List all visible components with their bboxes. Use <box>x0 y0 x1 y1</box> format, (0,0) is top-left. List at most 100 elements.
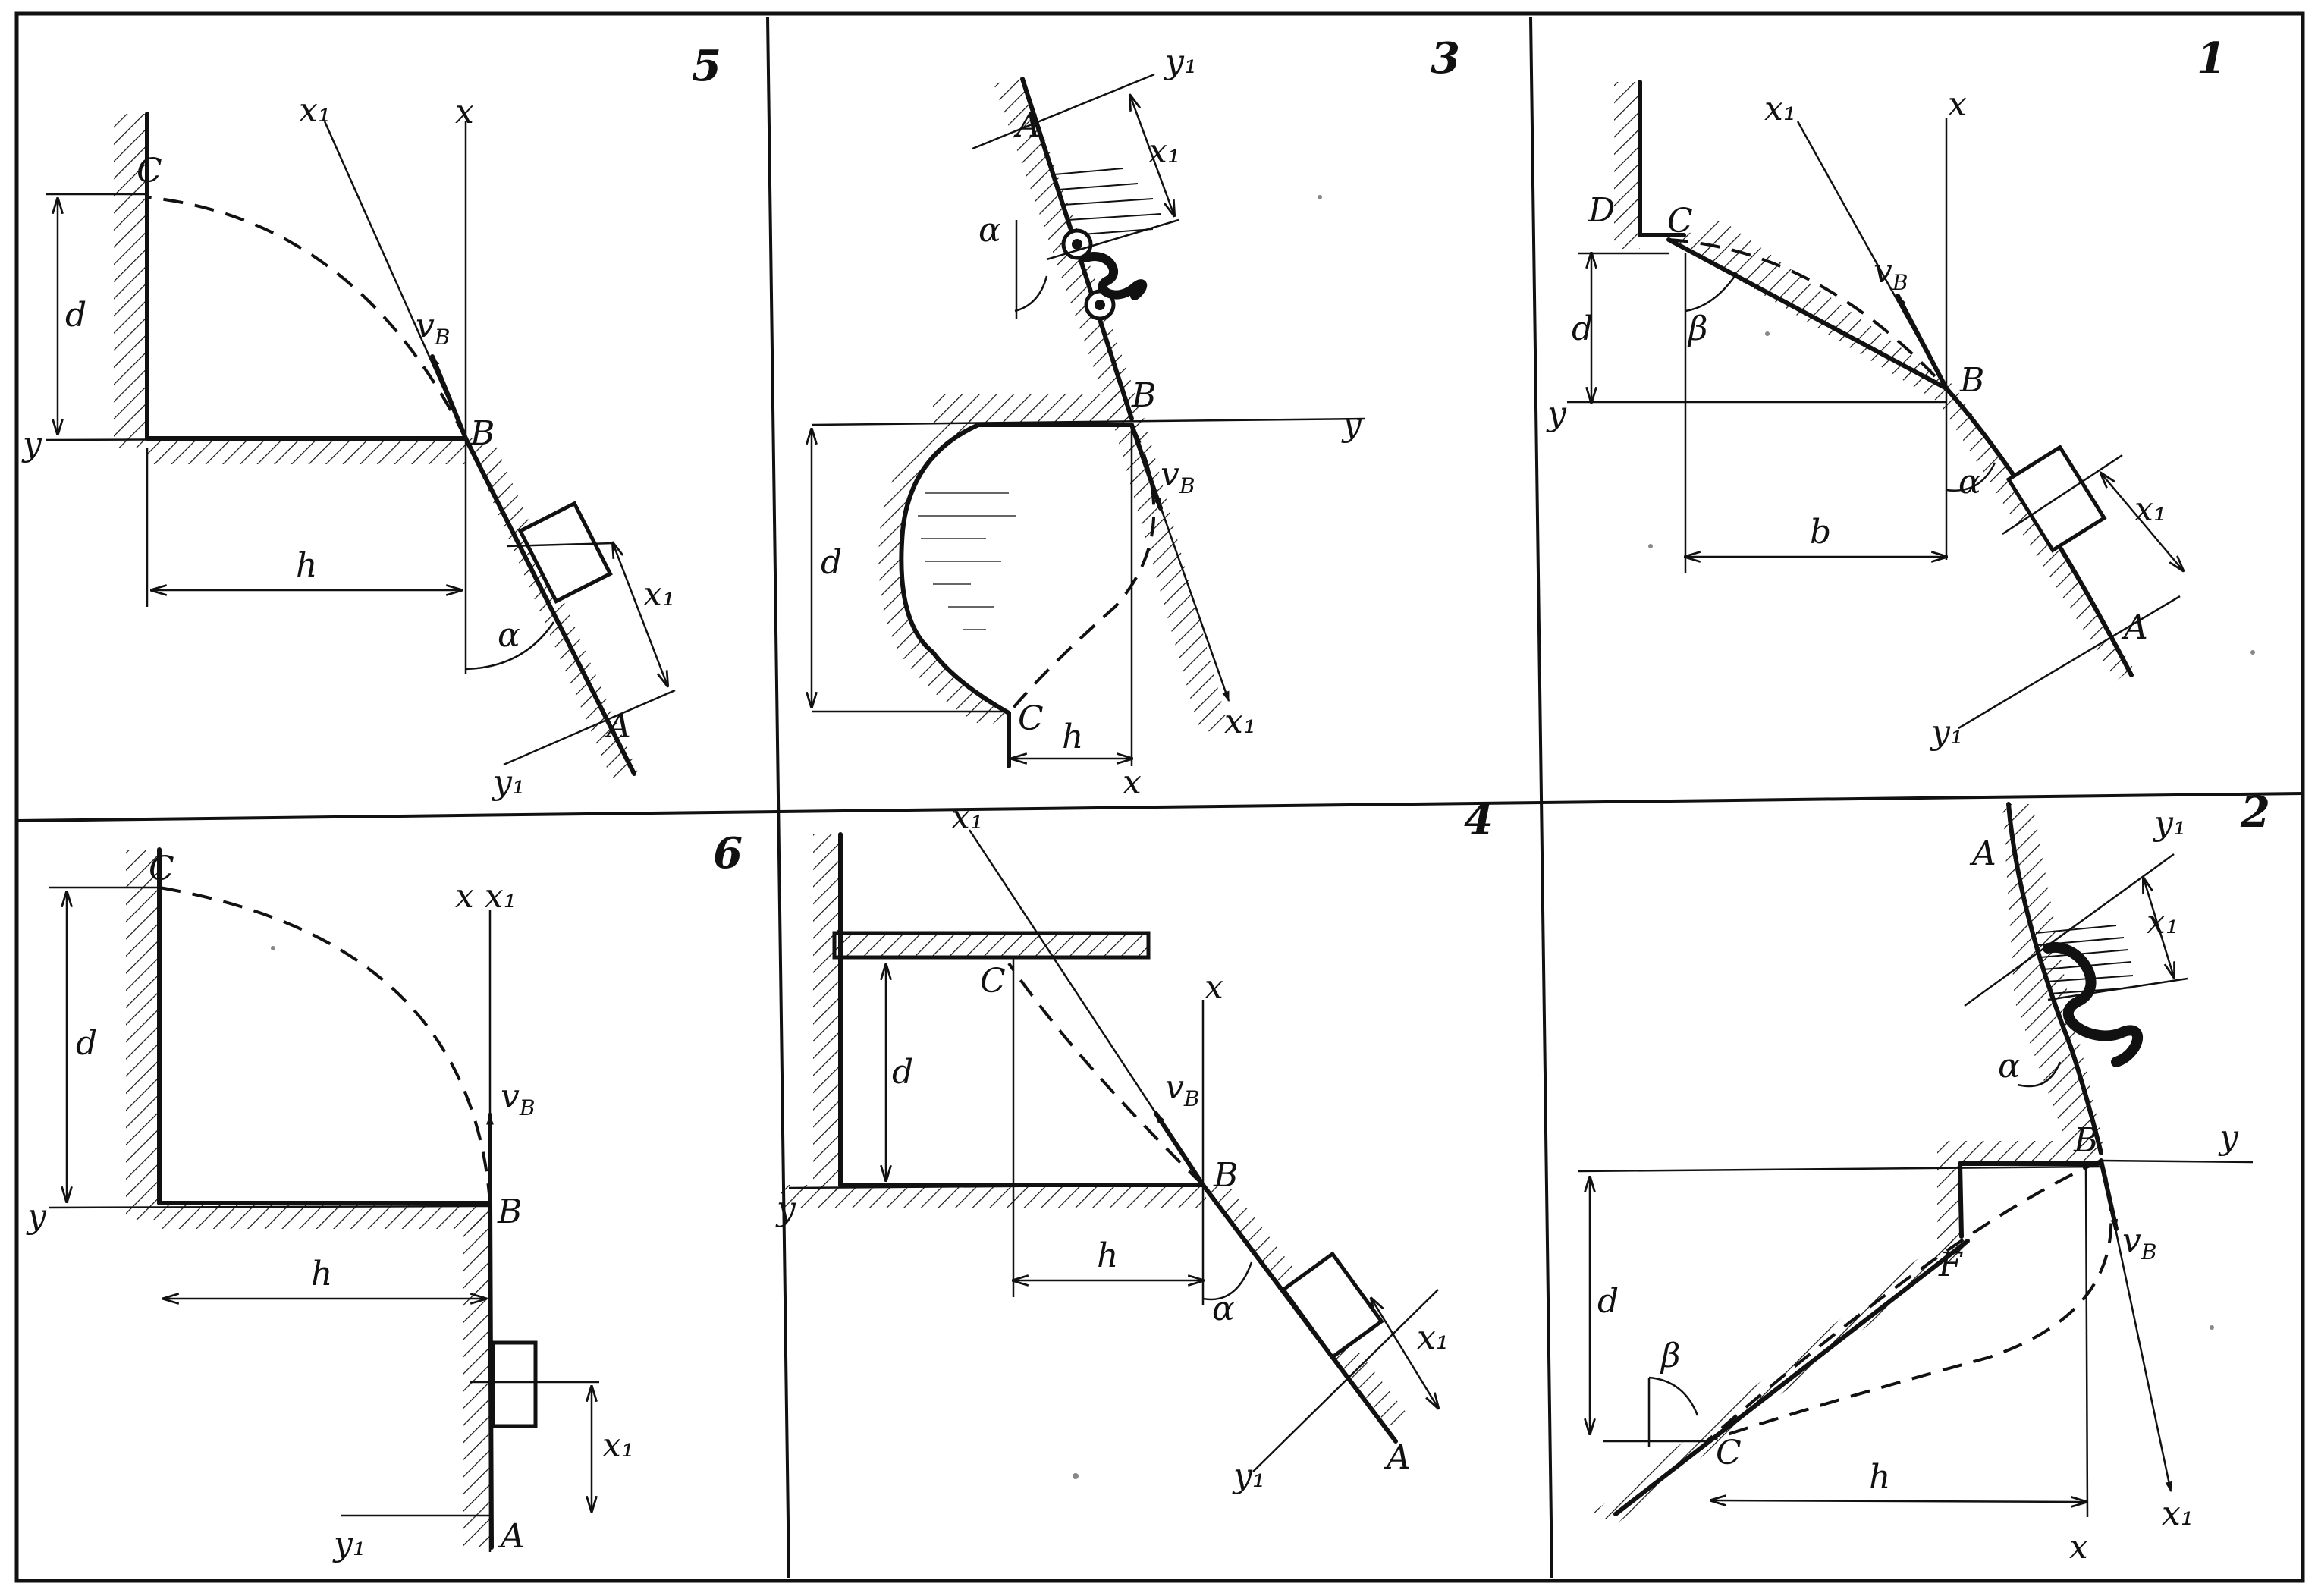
label-x1-dim-5: x₁ <box>643 575 675 614</box>
label-vB-6: vB <box>501 1077 535 1120</box>
velocity-vB-5 <box>430 354 468 441</box>
scan-specks <box>271 195 2255 1479</box>
panel-3: 3 <box>812 33 1460 802</box>
label-beta-2: β <box>1660 1337 1680 1375</box>
dim-x1-2 <box>2144 878 2174 977</box>
angle-alpha-arc-1 <box>1946 462 1996 492</box>
axis-y-ext-2 <box>1577 1165 2102 1173</box>
label-alpha-4: α <box>1212 1290 1235 1328</box>
label-C-6: C <box>149 850 174 888</box>
label-y1-3: y₁ <box>1164 42 1198 81</box>
label-x-3: x <box>1123 763 1142 802</box>
block-6 <box>491 1340 538 1428</box>
skier-figure-2 <box>2043 941 2143 1067</box>
label-A-1: A <box>2121 608 2148 647</box>
label-B-2: B <box>2073 1121 2098 1160</box>
floor-hatch-4 <box>781 1185 1206 1208</box>
panel-number-5: 5 <box>692 41 721 91</box>
axis-y1-2 <box>1964 853 2175 1007</box>
ext-x1-a <box>2002 454 2123 536</box>
trajectory-1 <box>1668 238 1948 390</box>
axis-y-3 <box>811 417 1366 426</box>
label-y1-6: y₁ <box>332 1525 366 1563</box>
label-A-3: A <box>1013 106 1041 145</box>
velocity-vB-3 <box>1129 423 1163 511</box>
panel-number-4: 4 <box>1464 795 1494 845</box>
label-b-1: b <box>1810 513 1831 551</box>
slope-BA-5 <box>463 436 636 776</box>
label-y-3: y <box>1341 405 1362 444</box>
label-x1-dim-2: x₁ <box>2147 903 2178 941</box>
beam-4 <box>832 931 1151 960</box>
platform-hatch-2 <box>1937 1141 2100 1164</box>
label-A-4: A <box>1384 1438 1411 1477</box>
label-x-6: x x₁ <box>455 877 517 916</box>
label-B-1: B <box>1959 361 1984 400</box>
incline-hatch-2 <box>1593 1236 1968 1525</box>
label-d-2: d <box>1597 1282 1619 1321</box>
label-x-1: x <box>1948 85 1967 124</box>
angle-alpha-arc-2 <box>2017 1061 2062 1088</box>
label-F-2: F <box>1938 1246 1963 1284</box>
label-x1-3: x₁ <box>1224 702 1256 741</box>
label-h-4: h <box>1097 1236 1118 1275</box>
outer-frame <box>14 11 2305 1583</box>
floor-hatch-5 <box>147 438 466 464</box>
label-vB-2: vB <box>2122 1221 2156 1265</box>
label-x-4: x <box>1205 968 1223 1007</box>
label-A-6: A <box>498 1517 525 1556</box>
trajectory-5 <box>146 196 467 439</box>
label-d-1: d <box>1572 309 1593 348</box>
label-C-4: C <box>980 962 1006 1001</box>
water-lines-3 <box>918 492 1016 630</box>
velocity-vB-2 <box>2099 1158 2119 1231</box>
panel-number-1: 1 <box>2197 33 2226 83</box>
label-y-5: y <box>21 425 42 463</box>
label-d-3: d <box>821 543 842 582</box>
label-vB-1: vB <box>1874 252 1908 295</box>
panel-5: 5 A B C x x₁ y y₁ <box>21 41 721 802</box>
trajectory-6 <box>159 886 492 1204</box>
axis-y1-5 <box>503 689 676 766</box>
label-y-2: y <box>2218 1118 2239 1157</box>
column-divider-1 <box>766 16 790 1579</box>
label-d-4: d <box>892 1053 913 1092</box>
label-y1-2: y₁ <box>2153 804 2187 843</box>
angle-alpha-arc-5 <box>465 621 555 671</box>
label-x1-dim-4: x₁ <box>1417 1318 1449 1357</box>
label-x1-dim-6: x₁ <box>602 1426 634 1465</box>
axis-y1-1 <box>1958 595 2181 730</box>
panel-2: 2 <box>1577 787 2270 1566</box>
label-beta-1: β <box>1687 309 1707 348</box>
ext-x1-a-3 <box>1046 218 1179 261</box>
trajectory-a-2 <box>1705 1159 2102 1443</box>
angle-beta-arc-2 <box>1648 1376 1699 1416</box>
angle-alpha-arc-3 <box>1014 275 1048 313</box>
label-x1-4: x₁ <box>951 798 983 837</box>
column-divider-2 <box>1529 16 1553 1579</box>
drop-hatch-6 <box>463 1214 490 1547</box>
panel-number-2: 2 <box>2240 787 2270 837</box>
label-C-2: C <box>1716 1434 1742 1472</box>
label-d-5: d <box>65 296 86 335</box>
chord-CB-1 <box>1666 237 1949 391</box>
label-vB-5: vB <box>416 306 450 350</box>
dim-x1-3 <box>1130 96 1174 215</box>
label-vB-4: vB <box>1165 1068 1199 1111</box>
label-x1-dim-3: x₁ <box>1148 132 1180 171</box>
trajectory-b-2 <box>1706 1160 2113 1443</box>
velocity-vB-4 <box>1154 1111 1205 1187</box>
label-x-2: x <box>2069 1528 2088 1566</box>
label-h-6: h <box>311 1255 332 1293</box>
label-D-1: D <box>1588 191 1615 230</box>
panel-1: 1 D C B A x x₁ <box>1546 33 2226 752</box>
label-x1-dim-1: x₁ <box>2134 490 2166 529</box>
wall-hatch-5 <box>114 114 147 448</box>
dim-x1-1 <box>2101 473 2183 570</box>
label-h-5: h <box>296 546 317 585</box>
label-x1-5: x₁ <box>299 91 331 130</box>
label-B-5: B <box>470 414 495 453</box>
dim-h-2 <box>1711 1500 2086 1502</box>
label-A-2: A <box>1969 834 1996 873</box>
ext-x1-5 <box>506 542 614 548</box>
